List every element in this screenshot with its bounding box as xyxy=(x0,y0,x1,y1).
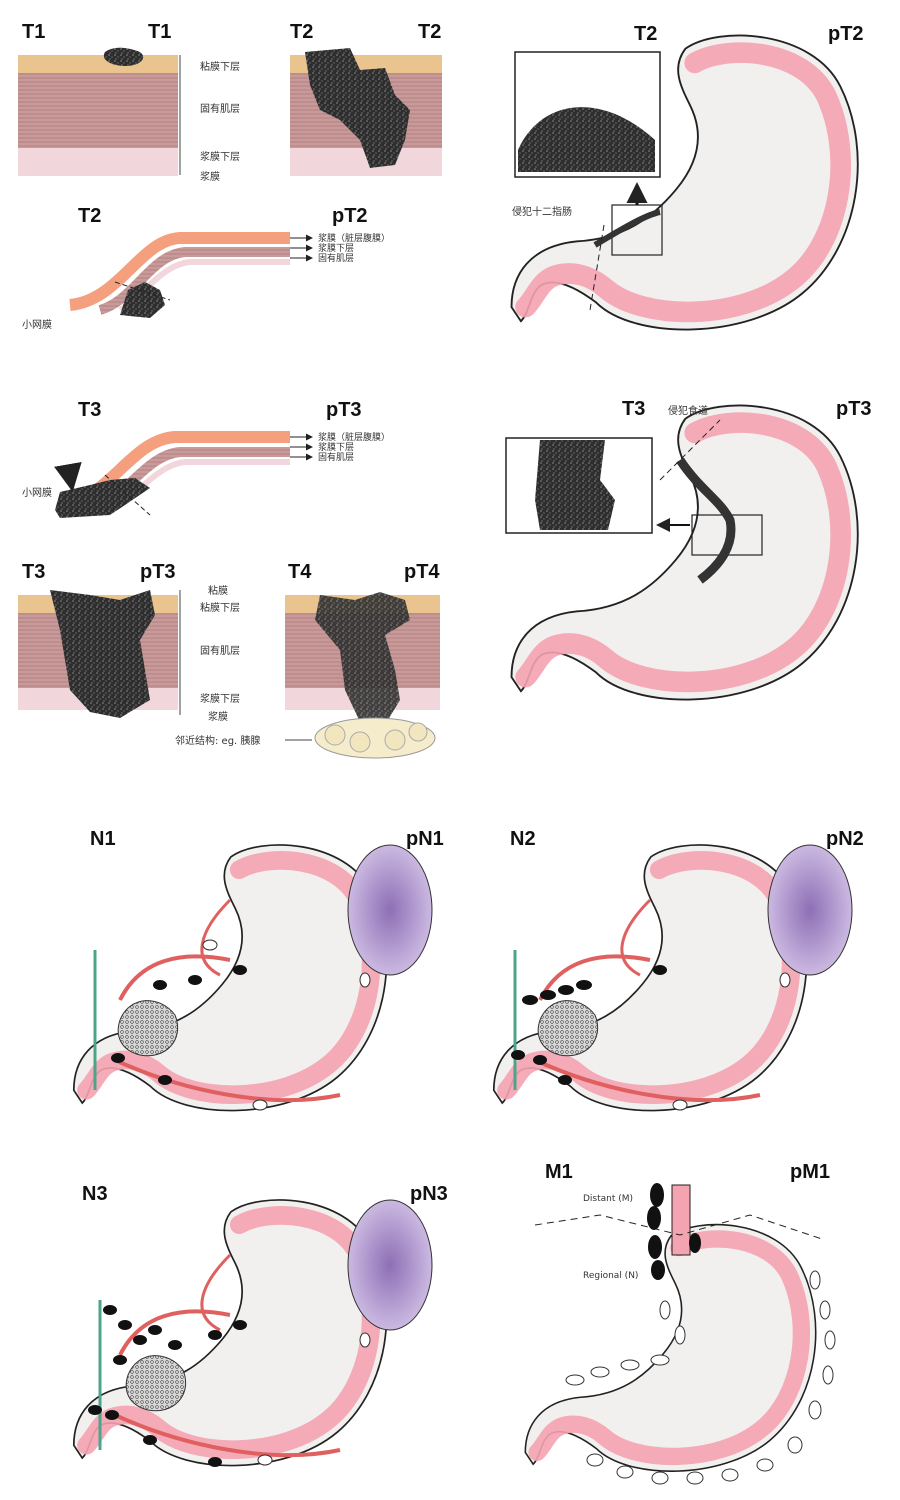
arrow-label-muscularis: 固有肌层 xyxy=(318,451,354,463)
t1-block-panel: T1 T1 xyxy=(18,21,178,176)
tumor-t1 xyxy=(103,47,144,66)
stage-label-t3-stomach-left: T3 xyxy=(622,398,645,420)
arrow-label-subserosa: 浆膜下层 xyxy=(318,441,354,453)
m1-panel: Distant (M) Regional (N) M1 pM1 xyxy=(525,1161,836,1485)
spleen xyxy=(347,1199,433,1331)
arrow-label-subserosa: 浆膜下层 xyxy=(318,242,354,254)
primary-tumor xyxy=(117,1000,178,1057)
layer-labels-bottom: 粘膜 粘膜下层 固有肌层 浆膜下层 浆膜 xyxy=(179,584,240,723)
stage-label-t2-wall-left: T2 xyxy=(78,205,101,227)
regional-distant-divider xyxy=(534,1214,826,1241)
n2-panel: N2 pN2 xyxy=(494,828,864,1111)
stage-label-t3-wall-right: pT3 xyxy=(326,399,362,421)
mucosa-layer xyxy=(18,55,178,73)
stage-label-n2-left: N2 xyxy=(510,828,536,850)
stage-label-n2-right: pN2 xyxy=(826,828,864,850)
stage-label-n3-left: N3 xyxy=(82,1183,108,1205)
tumor-esophagus xyxy=(676,457,736,584)
primary-tumor xyxy=(537,1000,598,1057)
stage-label-t4-left: T4 xyxy=(288,561,312,583)
adjacent-structure xyxy=(314,717,436,759)
layer-label-subserosa: 浆膜下层 xyxy=(200,150,240,163)
omentum-label: 小网膜 xyxy=(22,487,52,499)
tumor-t3-wall xyxy=(55,478,150,518)
stage-label-m1-left: M1 xyxy=(545,1161,573,1183)
stage-label-n1-right: pN1 xyxy=(406,828,444,850)
stage-label-t1-right: T1 xyxy=(148,21,171,43)
stage-label-t1-left: T1 xyxy=(22,21,45,43)
layer-label-mucosa: 粘膜 xyxy=(208,584,228,597)
tumor-inset xyxy=(518,107,655,172)
layer-label-muscularis: 固有肌层 xyxy=(200,644,240,657)
t2-wall-panel: 浆膜（脏层腹膜） 浆膜下层 固有肌层 小网膜 T2 pT2 xyxy=(22,205,390,331)
stage-label-t2-wall-right: pT2 xyxy=(332,205,368,227)
layer-label-submucosa: 粘膜下层 xyxy=(200,60,240,73)
stage-label-t3-wall-left: T3 xyxy=(78,399,101,421)
t3-wall-panel: 浆膜（脏层腹膜） 浆膜下层 固有肌层 小网膜 T3 pT3 xyxy=(22,399,390,518)
spleen xyxy=(347,844,433,976)
stage-label-t4-right: pT4 xyxy=(404,561,440,583)
muscularis-layer xyxy=(18,73,178,148)
adjacent-structure-label: 邻近结构: eg. 胰腺 xyxy=(175,734,260,747)
esophagus xyxy=(671,1184,691,1256)
stage-label-t2-right: T2 xyxy=(418,21,441,43)
subserosa-layer xyxy=(18,148,178,176)
regional-label: Regional (N) xyxy=(583,1271,638,1281)
layer-labels-top: 粘膜下层 固有肌层 浆膜下层 浆膜 xyxy=(179,55,240,183)
t2-stomach-panel: 侵犯十二指肠 T2 pT2 xyxy=(512,23,864,330)
primary-tumor xyxy=(125,1355,186,1412)
layer-label-muscularis: 固有肌层 xyxy=(200,102,240,115)
layer-label-serosa: 浆膜 xyxy=(208,710,228,723)
n1-panel: N1 pN1 xyxy=(74,828,444,1111)
stage-label-t3-stomach-right: pT3 xyxy=(836,398,872,420)
distant-label: Distant (M) xyxy=(583,1194,633,1204)
stage-label-t2-stomach-right: pT2 xyxy=(828,23,864,45)
stage-label-n1-left: N1 xyxy=(90,828,116,850)
stage-label-t3-block-right: pT3 xyxy=(140,561,176,583)
tumor-t2-wall xyxy=(120,282,165,318)
tumor-t4-block xyxy=(315,592,410,725)
tumor-inset xyxy=(535,440,615,530)
t4-block-panel: 邻近结构: eg. 胰腺 T4 pT4 xyxy=(175,561,440,759)
t3-block-panel: T3 pT3 xyxy=(18,561,178,718)
t2-block-panel: T2 T2 xyxy=(290,21,442,176)
layer-label-subserosa: 浆膜下层 xyxy=(200,692,240,705)
arrow-label-serosa: 浆膜（脏层腹膜） xyxy=(318,232,390,244)
omentum-label: 小网膜 xyxy=(22,319,52,331)
stage-label-n3-right: pN3 xyxy=(410,1183,448,1205)
n3-panel: N3 pN3 xyxy=(74,1183,448,1467)
spleen xyxy=(767,844,853,976)
arrow-label-muscularis: 固有肌层 xyxy=(318,252,354,264)
stage-label-t2-stomach-left: T2 xyxy=(634,23,657,45)
esophagus-callout: 侵犯食道 xyxy=(668,404,708,417)
layer-label-submucosa: 粘膜下层 xyxy=(200,601,240,614)
arrow-label-serosa: 浆膜（脏层腹膜） xyxy=(318,431,390,443)
tumor-duodenum xyxy=(593,209,661,248)
tumor-t3-block xyxy=(50,590,155,718)
tumor-t2 xyxy=(305,48,410,168)
stage-label-m1-right: pM1 xyxy=(790,1161,830,1183)
stage-label-t3-block-left: T3 xyxy=(22,561,45,583)
duodenum-callout: 侵犯十二指肠 xyxy=(512,205,572,218)
layer-label-serosa: 浆膜 xyxy=(200,170,220,183)
stage-label-t2-left: T2 xyxy=(290,21,313,43)
t3-stomach-panel: 侵犯食道 T3 pT3 xyxy=(506,398,872,700)
